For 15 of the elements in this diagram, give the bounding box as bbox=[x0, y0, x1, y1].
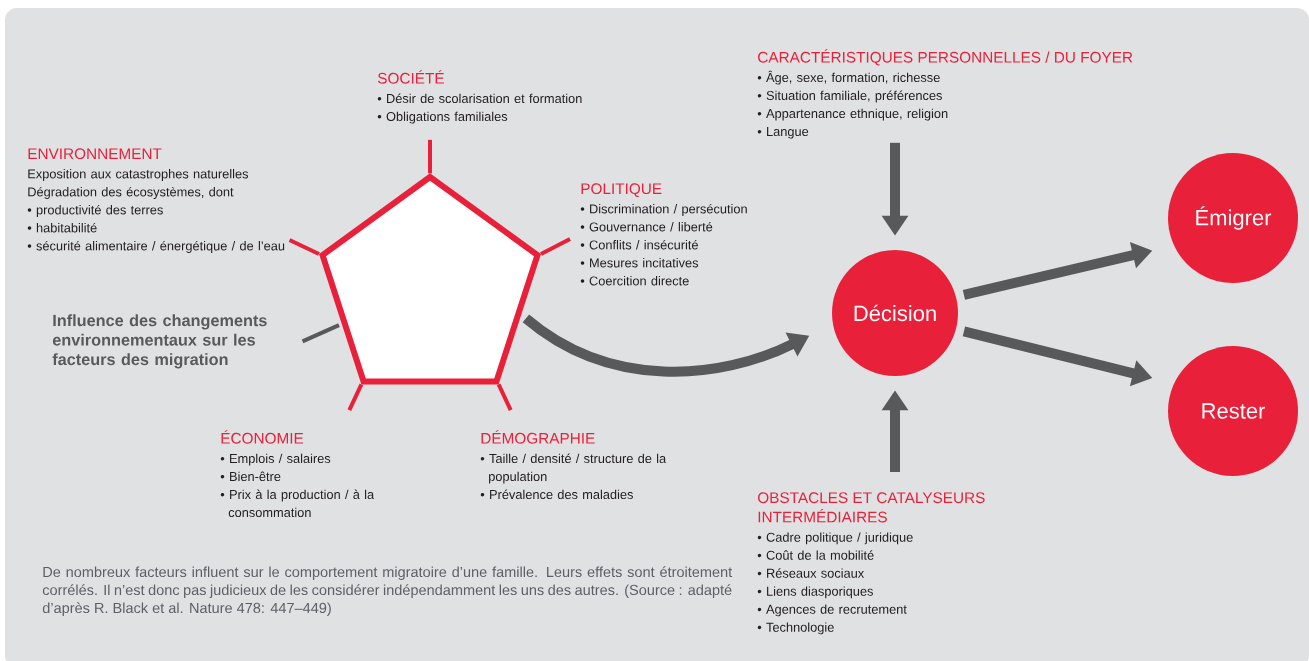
caption: De nombreux facteurs influent sur le comportement migratoire d’une famille. Leurs effets sont étroitement corrélés. Il n’est donc pas judicieux de les considérer indépendamment les uns des autres. (Source : adapté d’après R. Black et al. Nature 478: 447–449) bbox=[42, 566, 733, 616]
note-text: Influence des changements environnementaux sur les facteurs des migration bbox=[52, 314, 267, 369]
connector-line bbox=[540, 237, 571, 256]
factor-list: ENVIRONNEMENT Exposition aux catastrophes naturelles Dégradation des écosystèmes, dont • productivité des terres • habitabilité • sécurité alimentaire / énergétique / de l’eau bbox=[27, 148, 285, 253]
factor-list: DÉMOGRAPHIE • Taille / densité / structure de la population • Prévalence des maladies bbox=[480, 430, 667, 500]
factor-list: OBSTACLES ET CATALYSEURS INTERMÉDIAIRES • Cadre politique / juridique • Coût de la mobilité • Réseaux sociaux • Liens diasporiques • Agences de recrutement • Technologie bbox=[757, 492, 985, 635]
connector-line bbox=[347, 383, 364, 411]
leader-line bbox=[301, 323, 340, 344]
connector-line bbox=[428, 139, 432, 174]
factor-list: ÉCONOMIE • Emplois / salaires • Bien-être • Prix à la production / à la consommation bbox=[220, 430, 375, 518]
connector-line bbox=[496, 383, 513, 411]
factor-list: CARACTÉRISTIQUES PERSONNELLES / DU FOYER • Âge, sexe, formation, richesse • Situation familiale, préférences • Appartenance ethnique, religion • Langue bbox=[757, 49, 1133, 139]
factor-list: SOCIÉTÉ • Désir de scolarisation et formation • Obligations familiales bbox=[377, 70, 582, 124]
factor-list: POLITIQUE • Discrimination / persécution • Gouvernance / liberté • Conflits / insécurité • Mesures incitatives • Coercition directe bbox=[580, 183, 747, 286]
connector-line bbox=[288, 238, 320, 256]
